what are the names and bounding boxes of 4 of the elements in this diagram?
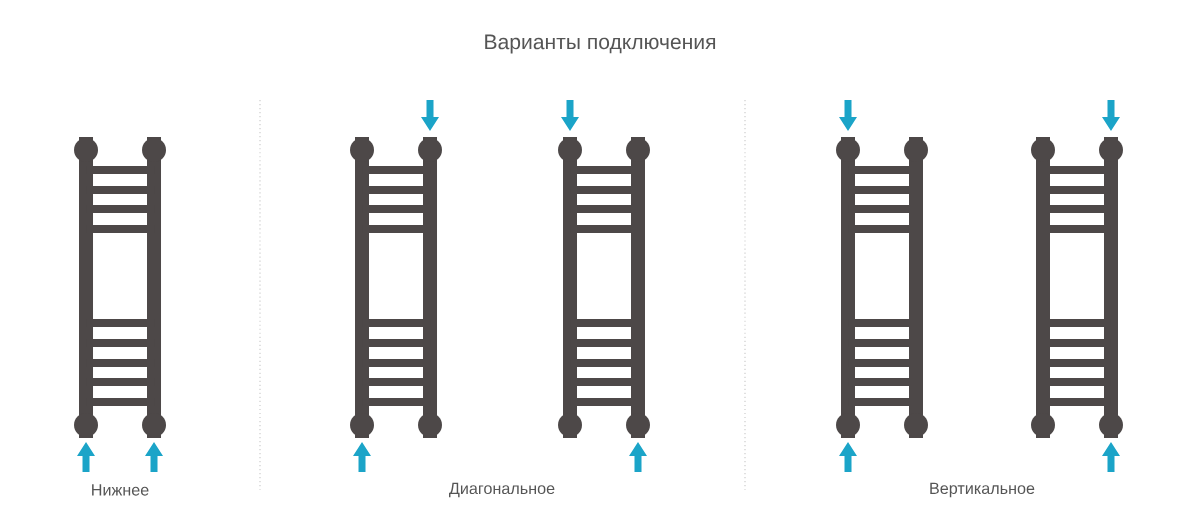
- group-label: Нижнее: [92, 484, 149, 496]
- group-label: Вертикальное: [930, 482, 1035, 498]
- title: Варианты подключения: [485, 34, 716, 54]
- group-label: Диагональное: [449, 482, 555, 498]
